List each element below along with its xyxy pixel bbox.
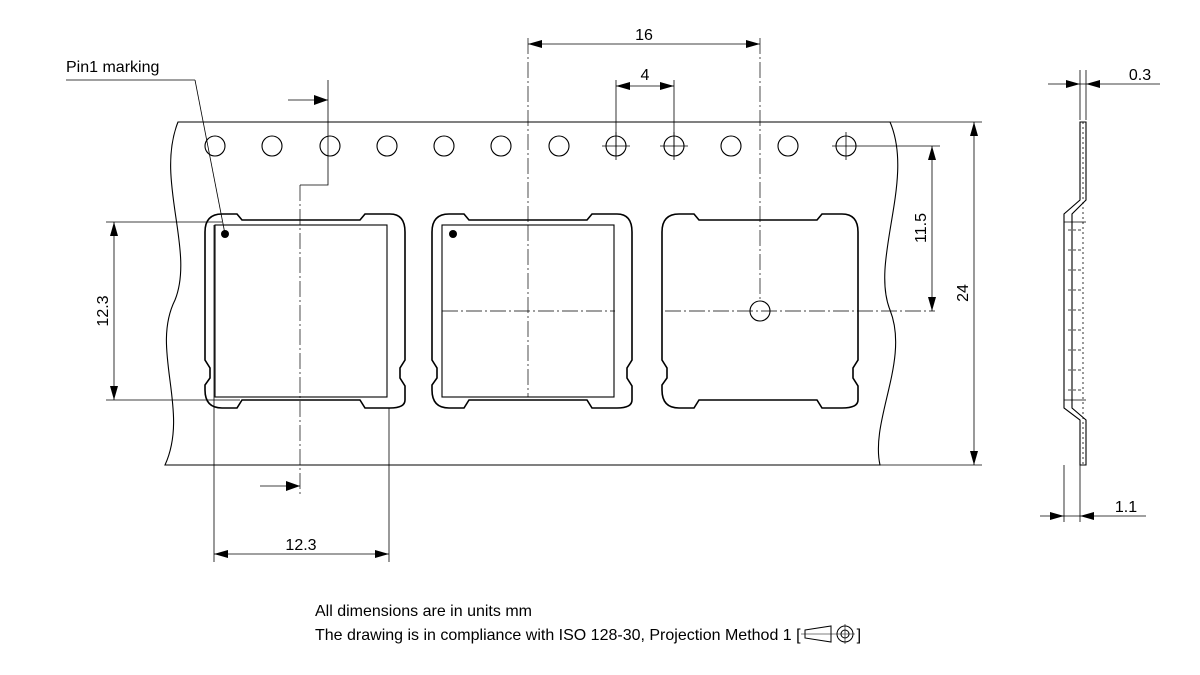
side-view-section xyxy=(1063,121,1087,466)
dim-tape-width: 24 xyxy=(955,284,972,302)
pocket-hole xyxy=(749,300,771,322)
sprocket-hole xyxy=(376,135,398,157)
dim-pocket-pitch: 16 xyxy=(635,27,653,44)
sprocket-hole xyxy=(319,135,341,157)
dim-pocket-height: 12.3 xyxy=(95,295,112,326)
sprocket-hole xyxy=(490,135,512,157)
pocket-1 xyxy=(204,213,406,409)
first-angle-projection-icon xyxy=(800,624,857,652)
section-arrow-bottom xyxy=(260,481,300,491)
compliance-note: The drawing is in compliance with ISO 12… xyxy=(315,624,861,652)
dim-sprocket-to-center: 11.5 xyxy=(913,213,930,243)
sprocket-hole xyxy=(548,135,570,157)
sprocket-holes xyxy=(204,132,860,160)
dim-pocket-depth: 1.1 xyxy=(1115,499,1137,516)
sprocket-hole xyxy=(261,135,283,157)
dim-sprocket-pitch: 4 xyxy=(641,67,650,84)
pocket-2 xyxy=(431,213,633,409)
section-arrow-top xyxy=(288,95,328,105)
dim-pocket-width: 12.3 xyxy=(285,537,316,554)
pin1-marking-label: Pin1 marking xyxy=(66,59,159,76)
carrier-tape-outline xyxy=(164,121,899,466)
pin1-dot xyxy=(449,230,457,238)
compliance-suffix: ] xyxy=(856,627,862,644)
sprocket-hole xyxy=(777,135,799,157)
units-note: All dimensions are in units mm xyxy=(315,603,532,620)
sprocket-hole xyxy=(720,135,742,157)
compliance-text: The drawing is in compliance with ISO 12… xyxy=(315,627,801,644)
pocket-3 xyxy=(661,213,935,409)
sprocket-hole xyxy=(433,135,455,157)
sprocket-hole xyxy=(204,135,226,157)
dim-tape-thickness: 0.3 xyxy=(1129,67,1151,84)
